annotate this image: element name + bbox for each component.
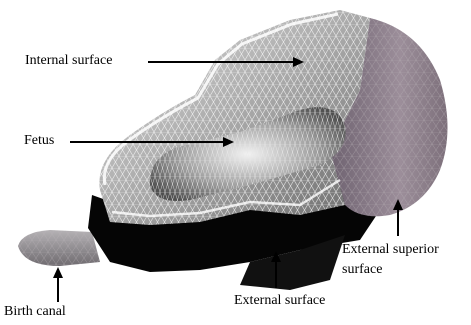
birth-canal-shape [18,230,100,266]
label-internal-surface: Internal surface [25,53,112,69]
label-fetus: Fetus [24,133,54,149]
label-external-superior-line2: surface [342,260,439,280]
label-external-surface: External surface [234,293,325,309]
arrow-birth-canal [53,267,63,302]
label-external-superior-surface: External superior surface [342,240,439,280]
label-external-superior-line1: External superior [342,240,439,260]
label-birth-canal: Birth canal [4,304,66,320]
